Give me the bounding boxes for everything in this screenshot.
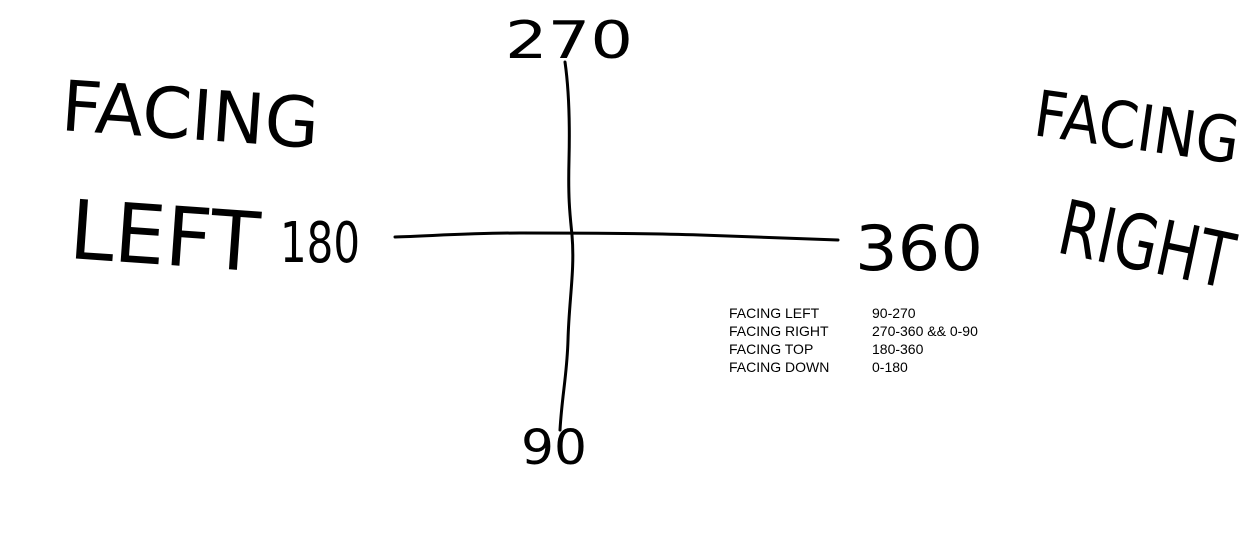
angle-label-180: 180 xyxy=(280,211,360,276)
facing-right-word-1: FACING xyxy=(1030,78,1240,180)
horizontal-axis-line xyxy=(393,231,840,242)
table-row: FACING TOP 180-360 xyxy=(729,340,978,358)
facing-left-word-2: LEFT xyxy=(67,183,264,291)
range-direction: FACING TOP xyxy=(729,341,814,357)
range-direction: FACING LEFT xyxy=(729,305,820,321)
range-value: 90-270 xyxy=(872,305,916,321)
angle-label-270: 270 xyxy=(505,11,633,71)
range-value: 180-360 xyxy=(872,341,924,357)
facing-left-word-1: FACING xyxy=(59,65,322,165)
facing-right-word-2: RIGHT xyxy=(1051,183,1240,307)
vertical-axis-line xyxy=(558,60,575,432)
range-value: 270-360 && 0-90 xyxy=(872,323,978,339)
range-value: 0-180 xyxy=(872,359,908,375)
table-row: FACING LEFT 90-270 xyxy=(729,304,978,322)
range-direction: FACING DOWN xyxy=(729,359,830,375)
table-row: FACING DOWN 0-180 xyxy=(729,358,978,376)
angle-label-90: 90 xyxy=(521,420,587,476)
range-direction: FACING RIGHT xyxy=(729,323,829,339)
table-row: FACING RIGHT 270-360 && 0-90 xyxy=(729,322,978,340)
angle-label-360: 360 xyxy=(855,212,983,285)
facing-ranges-table: FACING LEFT 90-270 FACING RIGHT 270-360 … xyxy=(729,304,978,376)
